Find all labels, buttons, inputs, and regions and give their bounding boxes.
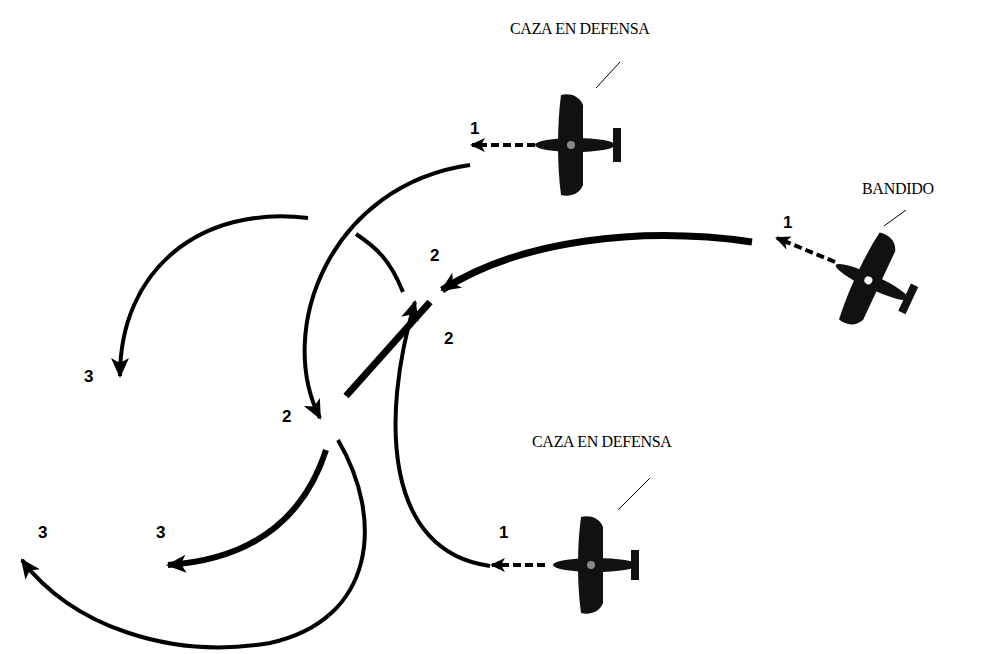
flight-path [442, 236, 752, 290]
heading-arrow [492, 563, 545, 567]
plane-label: CAZA EN DEFENSA [510, 20, 650, 38]
plane-label: CAZA EN DEFENSA [532, 433, 672, 451]
flight-path [168, 450, 326, 565]
bandit-plane [815, 221, 932, 345]
heading-arrow [472, 143, 535, 147]
leader-line [618, 478, 650, 510]
leader-line [596, 62, 620, 88]
heading-arrow [777, 238, 835, 262]
step-number: 1 [499, 524, 508, 543]
plane-label: BANDIDO [862, 180, 934, 198]
step-number: 3 [38, 524, 47, 543]
flight-path [356, 234, 403, 292]
step-number: 3 [156, 524, 165, 543]
flight-path [396, 302, 490, 566]
step-number: 2 [444, 330, 453, 349]
fighter-plane [553, 516, 639, 613]
flight-path [346, 302, 430, 396]
step-number: 1 [470, 120, 479, 139]
step-number: 1 [783, 214, 792, 233]
fighter-plane [535, 94, 621, 195]
step-number: 3 [84, 368, 93, 387]
step-number: 2 [430, 247, 439, 266]
leader-line [884, 210, 906, 226]
flight-path [22, 440, 365, 647]
flight-path [120, 216, 308, 376]
step-number: 2 [282, 408, 291, 427]
